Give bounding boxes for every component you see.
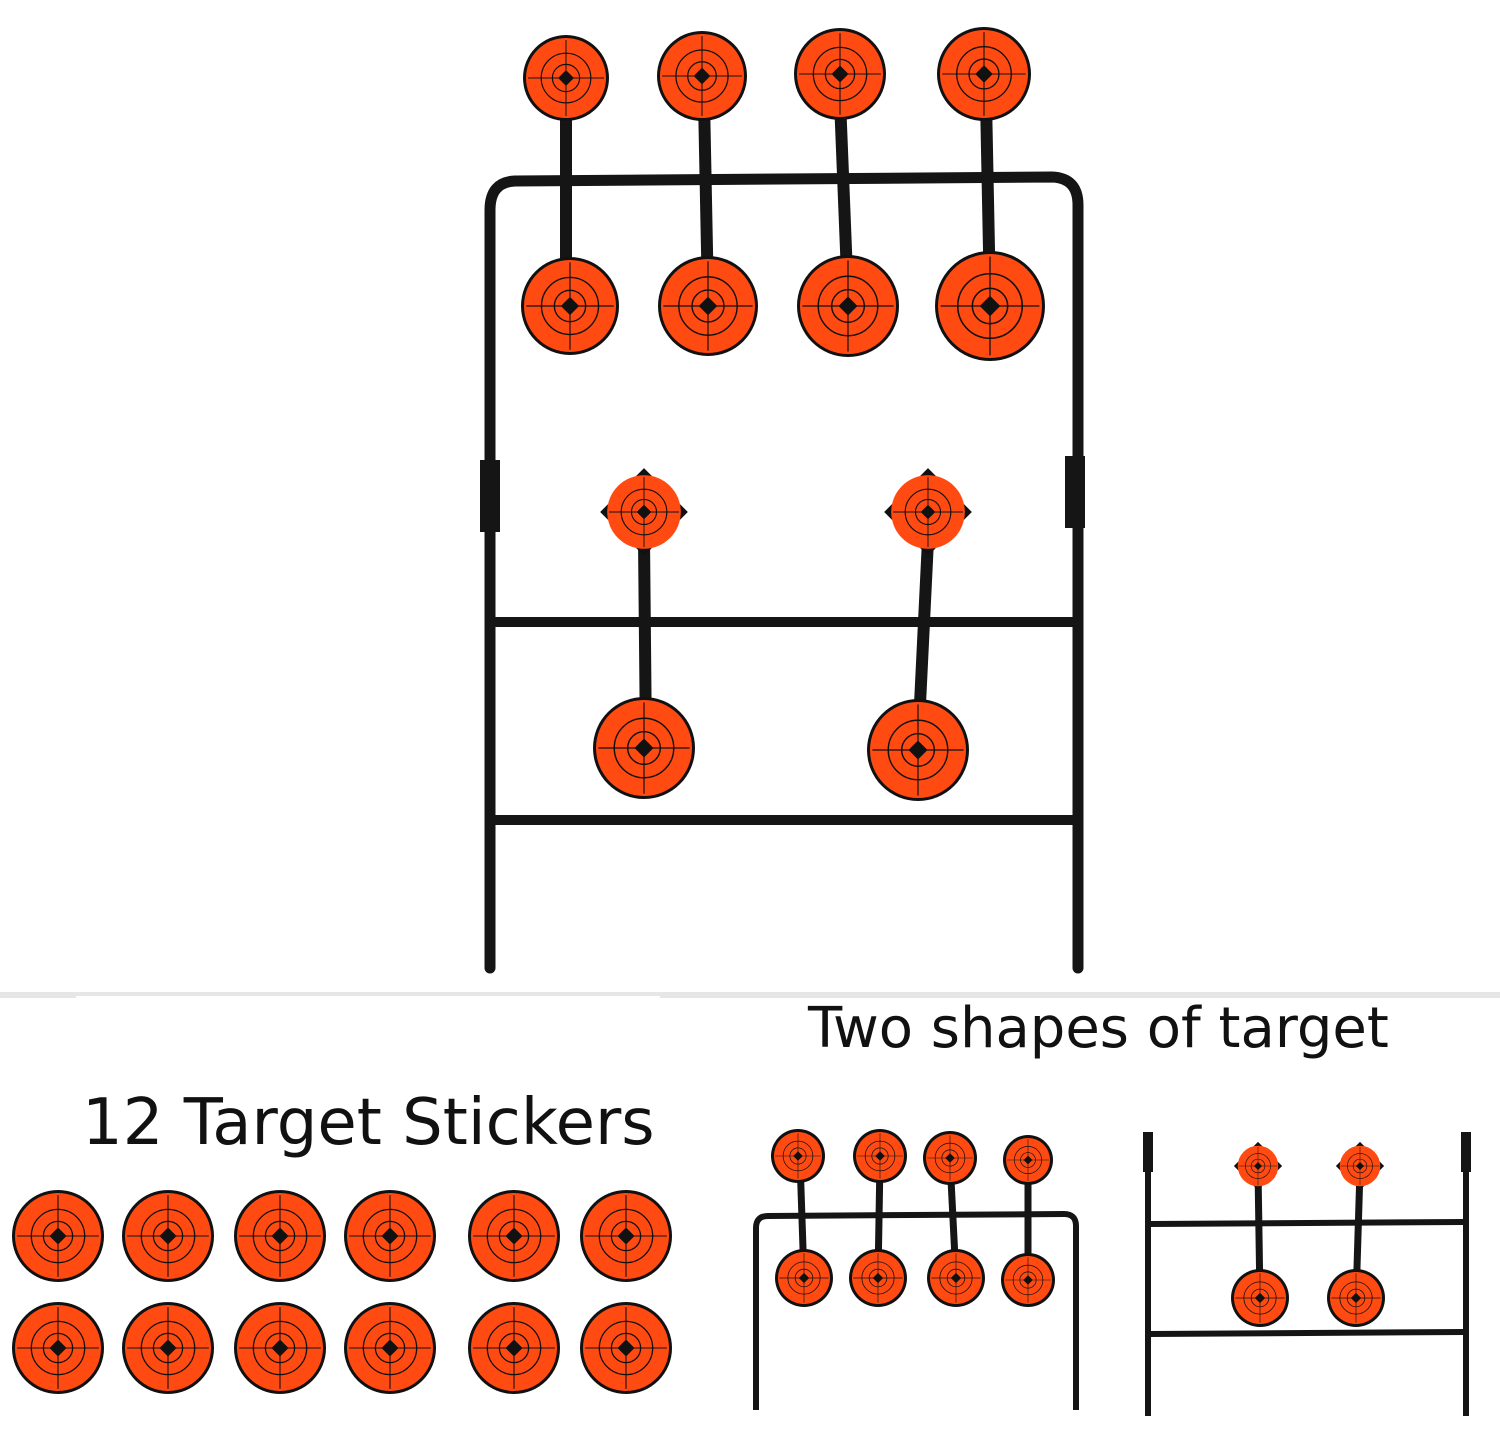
target-top-small <box>794 28 886 120</box>
target-sticker <box>12 1190 104 1282</box>
thumb-target-top <box>923 1131 977 1185</box>
target-sticker <box>468 1190 560 1282</box>
thumb-target-round <box>1327 1269 1385 1327</box>
target-bottom <box>593 697 695 799</box>
diamond-target-stand-thumbnail <box>1143 1132 1471 1416</box>
thumb-target-top <box>771 1129 825 1183</box>
thumb-target-bottom <box>927 1249 985 1307</box>
thumb-target-top <box>1003 1135 1053 1185</box>
thumbnail-targets <box>771 1129 1385 1327</box>
target-sticker <box>468 1302 560 1394</box>
thumb-target-diamond <box>1234 1142 1282 1190</box>
target-top-large <box>658 256 758 356</box>
thumb-target-diamond <box>1336 1142 1384 1190</box>
target-sticker <box>12 1302 104 1394</box>
target-diamond <box>600 468 688 556</box>
target-top-large <box>797 255 899 357</box>
thumb-target-bottom <box>849 1249 907 1307</box>
target-top-small <box>523 35 609 121</box>
thumb-target-bottom <box>775 1249 833 1307</box>
target-sticker <box>122 1190 214 1282</box>
target-sticker <box>580 1190 672 1282</box>
target-diamond <box>884 468 972 556</box>
target-top-small <box>937 27 1031 121</box>
target-sticker <box>234 1190 326 1282</box>
stickers-caption: 12 Target Stickers <box>82 1086 655 1160</box>
section-divider-gap <box>76 996 660 1002</box>
target-sticker <box>344 1302 436 1394</box>
target-sticker <box>234 1302 326 1394</box>
section-divider <box>0 992 1500 998</box>
target-sticker <box>344 1190 436 1282</box>
spinner-target-stand <box>480 94 1085 974</box>
target-top-large <box>521 257 619 355</box>
shapes-caption: Two shapes of target <box>808 996 1389 1061</box>
spinner-targets <box>521 27 1045 801</box>
target-stickers <box>12 1190 672 1394</box>
target-sticker <box>122 1302 214 1394</box>
thumb-target-top <box>853 1129 907 1183</box>
thumb-target-round <box>1231 1269 1289 1327</box>
target-top-large <box>935 251 1045 361</box>
target-sticker <box>580 1302 672 1394</box>
target-top-small <box>657 31 747 121</box>
target-bottom <box>867 699 969 801</box>
thumb-target-bottom <box>1001 1253 1055 1307</box>
